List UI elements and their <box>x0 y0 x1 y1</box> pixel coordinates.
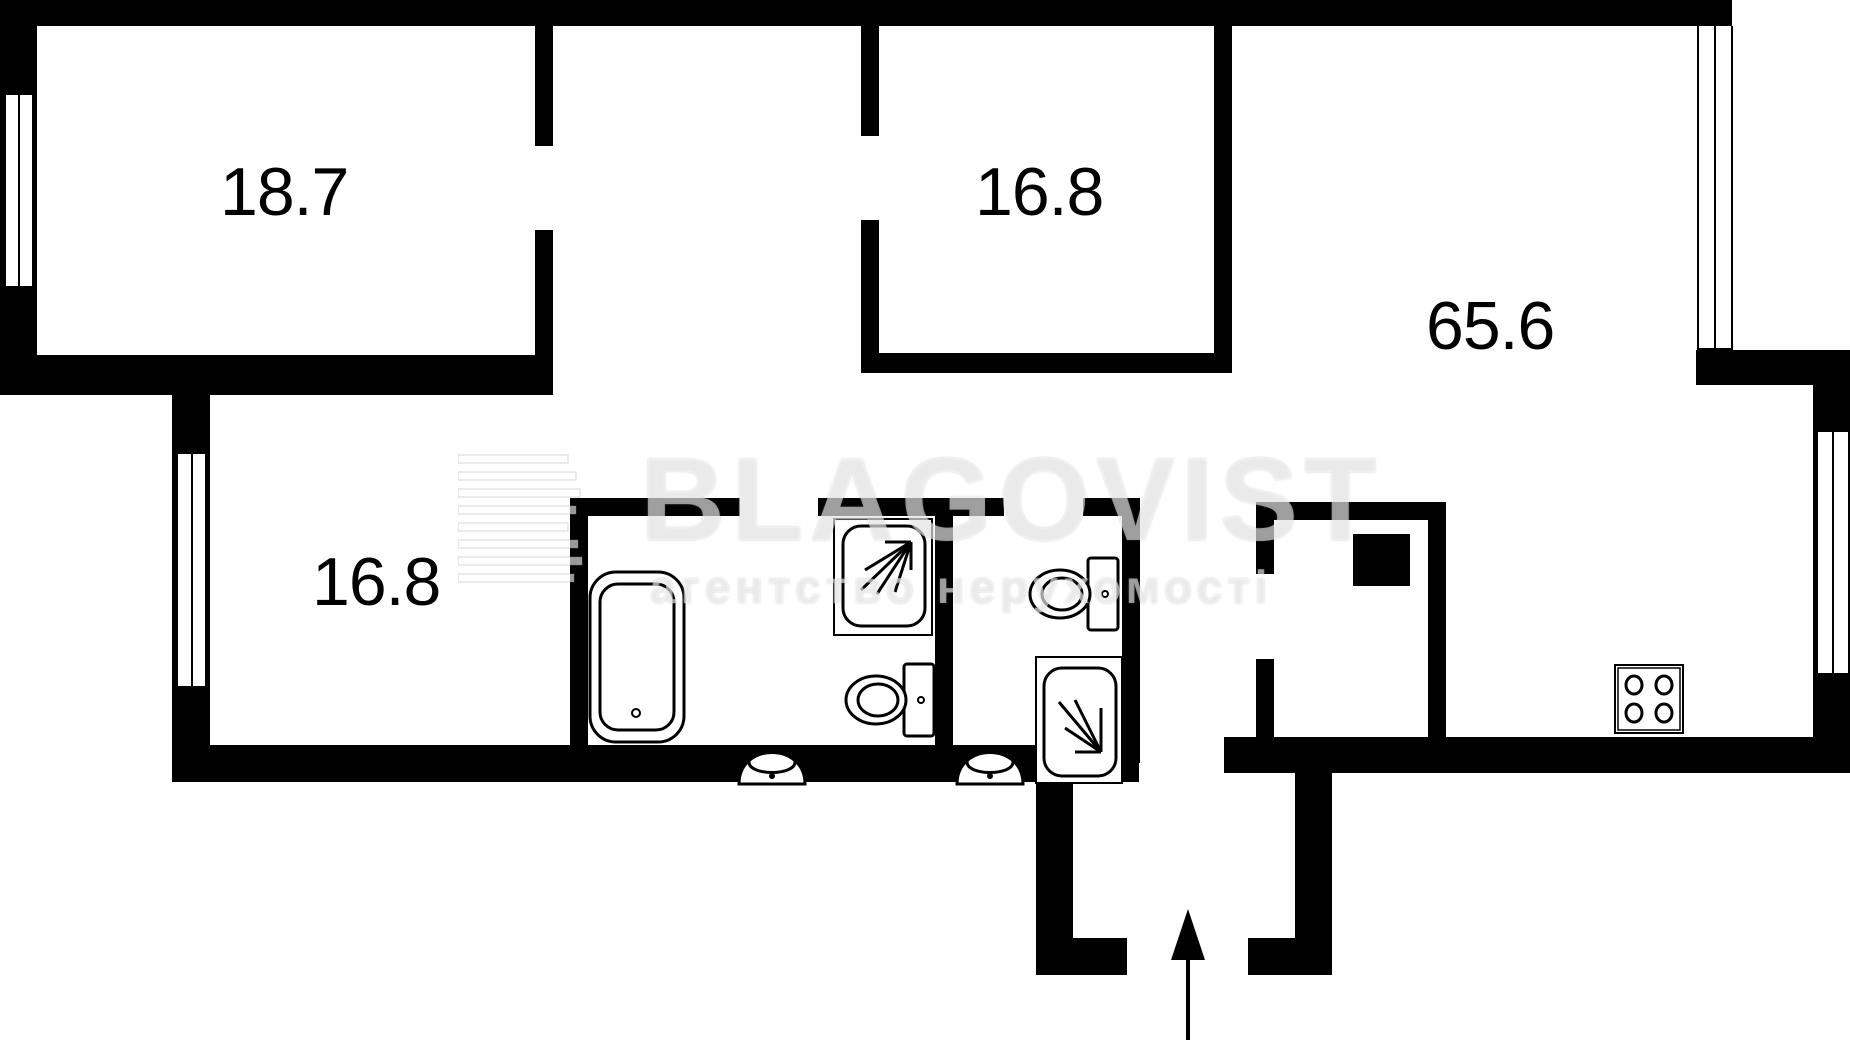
wall-bath-top-1 <box>570 498 740 516</box>
wall-kitchen-bottom <box>1224 737 1850 773</box>
window-balcony <box>1697 26 1733 350</box>
ventilation-shaft <box>1353 534 1410 586</box>
watermark-logo-icon <box>458 454 583 583</box>
sink-icon <box>737 748 807 786</box>
window-room3 <box>176 452 207 688</box>
wall-room2-left-upper <box>861 26 879 136</box>
shower-icon <box>1035 656 1123 784</box>
wall-top <box>0 0 1732 26</box>
wall-bath-top-2 <box>818 498 1004 516</box>
wall-room1-bottom-inner <box>0 355 553 373</box>
sink-icon <box>955 748 1025 786</box>
toilet-icon <box>1028 556 1120 632</box>
window-kitchen <box>1816 430 1850 675</box>
room-area-label: 65.6 <box>1426 288 1555 364</box>
wall-room1-right-lower <box>535 230 553 373</box>
stove-icon <box>1614 664 1684 734</box>
watermark-tagline: агентство нерухомості <box>650 561 1273 613</box>
wall-room1-right-upper <box>535 26 553 146</box>
wall-niche-left-upper <box>1256 502 1274 574</box>
wall-entrance-left-foot <box>1036 938 1127 975</box>
entrance-arrow-icon <box>1171 909 1205 1040</box>
wall-bath-middle <box>935 516 953 758</box>
wall-room2-left-lower <box>861 220 879 372</box>
wall-bath-left <box>570 498 588 758</box>
shower-icon <box>833 518 933 636</box>
wall-room2-bottom <box>861 353 1232 373</box>
wall-bath-right <box>1122 498 1140 763</box>
wall-niche-top <box>1256 502 1446 520</box>
toilet-icon <box>844 662 936 738</box>
wall-room2-right <box>1214 26 1232 373</box>
bathtub-icon <box>588 570 686 744</box>
wall-entrance-right-foot <box>1248 938 1332 975</box>
window-room1 <box>4 93 34 288</box>
room-area-label: 16.8 <box>975 154 1104 230</box>
room-area-label: 16.8 <box>312 544 441 620</box>
wall-niche-left-lower <box>1256 659 1274 747</box>
room-area-label: 18.7 <box>220 154 349 230</box>
wall-niche-right <box>1428 502 1446 747</box>
